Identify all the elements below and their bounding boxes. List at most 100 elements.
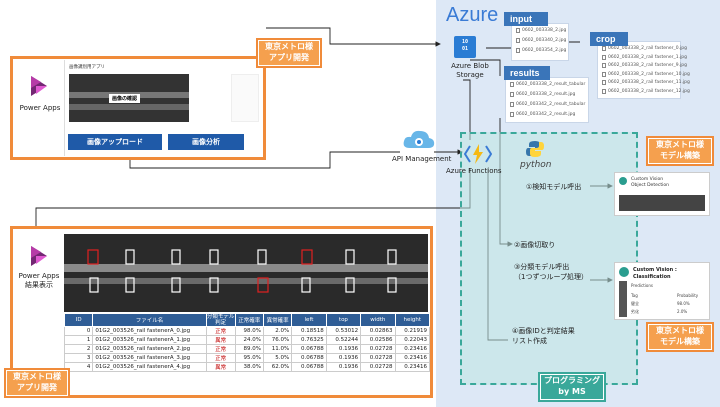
table-cell: 0.06788	[291, 353, 327, 363]
model-callout-1: 東京メトロ様 モデル構築	[648, 138, 712, 164]
blob-label-line2: Storage	[456, 71, 484, 79]
table-cell: 異常	[205, 335, 236, 345]
results-file-list: 0602_003338_2_result_tabular 0602_003338…	[506, 78, 588, 122]
table-cell: 0.23416	[394, 353, 431, 363]
crop-file-list: 0602_003338_2_rail fastener_0.jpg 0602_0…	[598, 42, 690, 98]
azure-functions-icon	[464, 144, 492, 164]
table-cell: 95.0%	[234, 353, 264, 363]
table-cell: 0.1936	[325, 353, 362, 363]
probability-header: Probability	[677, 293, 699, 298]
col-verdict: 分類モデル 判定	[205, 313, 236, 327]
table-cell: 0.02728	[360, 344, 396, 354]
table-cell: 0.1936	[325, 344, 362, 354]
prob-2: 2.0%	[677, 309, 688, 314]
table-cell: 0	[63, 326, 94, 336]
ms-programming-callout: プログラミング by MS	[540, 374, 604, 400]
col-left: left	[291, 313, 327, 327]
results-bucket-label: results	[504, 66, 550, 80]
power-apps-logo-icon	[31, 76, 47, 96]
custom-vision-detection-panel: Custom Vision Object Detection	[614, 172, 710, 216]
col-width: width	[360, 313, 396, 327]
ms-programming-box	[460, 132, 638, 385]
input-file: 0602_003340_2.jpg	[516, 38, 566, 43]
table-cell: 76.0%	[262, 335, 293, 345]
detection-boxes	[87, 249, 397, 293]
python-label: python	[520, 160, 552, 170]
table-cell: 0.53012	[325, 326, 362, 336]
step-2-crop: ②画像切取り	[514, 241, 556, 249]
table-cell: 0.1936	[325, 362, 362, 372]
side-panel	[231, 74, 259, 122]
table-cell: 24.0%	[234, 335, 264, 345]
classification-title: Custom Vision :	[633, 267, 677, 273]
table-header-row: ID ファイル名 分類モデル 判定 正常確率 異常確率 left top wid…	[63, 313, 431, 327]
crop-file: 0602_003338_2_rail fastener_12.jpg	[602, 88, 690, 94]
predictions-label: Predictions	[631, 283, 653, 288]
custom-vision-logo-icon	[619, 177, 627, 185]
power-apps-result-label: Power Apps 結果表示	[18, 272, 60, 289]
model-callout-2: 東京メトロ様 モデル構築	[648, 324, 712, 350]
results-file: 0602_003338_2_result_tabular	[510, 82, 585, 87]
detection-image	[619, 195, 705, 211]
crop-bucket-label: crop	[590, 32, 628, 46]
table-cell: 01G2_003526_rail fastenerA_0.jpg	[92, 326, 207, 336]
table-cell: 0.21919	[394, 326, 431, 336]
rail-image: 画像の確認	[69, 74, 189, 122]
results-file: 0602_003342_2_result.jpg	[510, 112, 575, 117]
table-cell: 89.0%	[234, 344, 264, 354]
classification-logo-icon	[619, 267, 629, 277]
input-bucket-label: input	[504, 12, 548, 26]
api-management-icon	[403, 130, 435, 148]
step-3-classification: ③分類モデル呼出 （1つずつループ処理）	[514, 262, 588, 282]
step-1-detection: ①検知モデル呼出	[526, 183, 582, 191]
prob-1: 98.0%	[677, 301, 690, 306]
python-logo-icon	[526, 141, 544, 157]
crop-file: 0602_003338_2_rail fastener_0.jpg	[602, 46, 687, 51]
step-4-line2: リスト作成	[512, 337, 547, 345]
results-file: 0602_003342_2_result_tabular	[510, 102, 585, 107]
col-normal-prob: 正常確率	[234, 313, 264, 327]
crop-file: 0602_003338_2_rail fastener_10.jpg	[602, 71, 690, 77]
table-cell: 4	[63, 362, 94, 372]
col-abnormal-prob: 異常確率	[262, 313, 293, 327]
blob-storage-label: Azure Blob Storage	[440, 62, 500, 80]
detection-subtitle: Object Detection	[631, 183, 669, 188]
image-check-label: 画像の確認	[109, 94, 141, 103]
table-cell: 38.0%	[234, 362, 264, 372]
tag-2: 劣化	[631, 309, 639, 314]
table-cell: 01G2_003526_rail fastenerA_2.jpg	[92, 344, 207, 354]
crop-file: 0602_003338_2_rail fastener_1.jpg	[602, 54, 687, 60]
table-cell: 0.23416	[394, 344, 431, 354]
table-cell: 01G2_003526_rail fastenerA_3.jpg	[92, 353, 207, 363]
table-cell: 0.18518	[291, 326, 327, 336]
input-file: 0602_003354_2.jpg	[516, 48, 566, 53]
table-cell: 2.0%	[262, 326, 293, 336]
blob-label-line1: Azure Blob	[451, 62, 489, 70]
table-cell: 0.23416	[394, 362, 431, 372]
result-table: ID ファイル名 分類モデル 判定 正常確率 異常確率 left top wid…	[63, 313, 431, 372]
detection-result-image	[64, 234, 428, 312]
table-cell: 0.02586	[360, 335, 396, 345]
azure-title: Azure	[446, 4, 499, 26]
table-cell: 0.06788	[291, 344, 327, 354]
table-cell: 0.22043	[394, 335, 431, 345]
table-cell: 正常	[205, 326, 236, 336]
table-cell: 正常	[205, 344, 236, 354]
table-cell: 01G2_003526_rail fastenerA_4.jpg	[92, 362, 207, 372]
col-height: height	[394, 313, 431, 327]
detection-title: Custom Vision	[631, 177, 664, 182]
analyze-image-button[interactable]: 画像分析	[168, 134, 244, 150]
table-cell: 11.0%	[262, 344, 293, 354]
table-cell: 0.02728	[360, 362, 396, 372]
azure-functions-label: Azure Functions	[446, 167, 502, 175]
col-id: ID	[63, 313, 94, 327]
crop-file: 0602_003338_2_rail fastener_9.jpg	[602, 63, 687, 68]
app-screen: 画像識別用アプリ 画像の確認	[64, 60, 264, 156]
custom-vision-classification-panel: Custom Vision : Classification Predictio…	[614, 262, 710, 320]
upload-image-button[interactable]: 画像アップロード	[68, 134, 162, 150]
step-4-line1: ④画像IDと判定結果	[512, 327, 575, 335]
